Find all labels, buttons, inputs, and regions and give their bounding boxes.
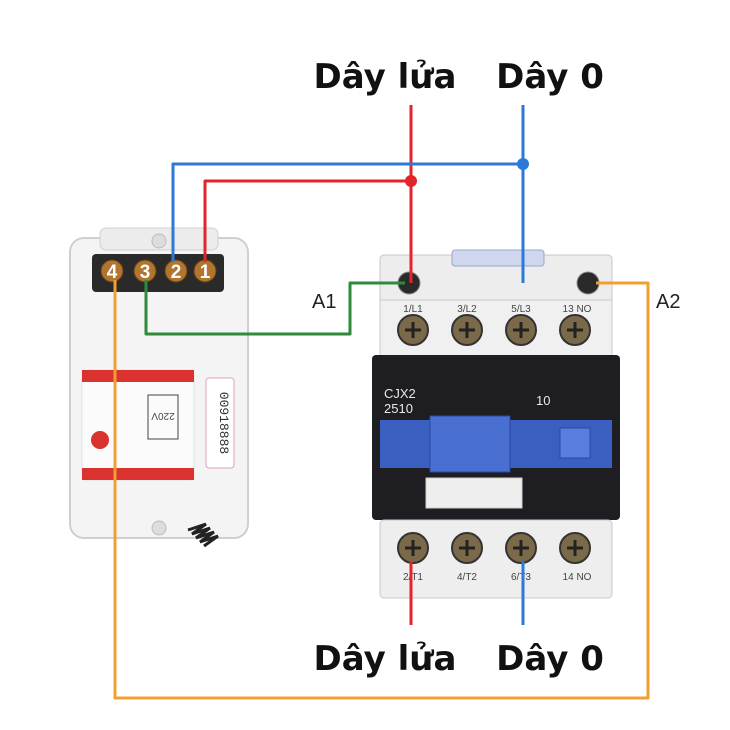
label-a2: A2 bbox=[656, 291, 680, 313]
receiver-terminal-4: 4 bbox=[100, 259, 124, 283]
receiver-terminal-2: 2 bbox=[164, 259, 188, 283]
receiver-code-tag bbox=[205, 377, 235, 469]
terminal-number: 3 bbox=[140, 262, 151, 283]
terminal-number: 2 bbox=[171, 262, 182, 283]
bottom-screw-2 bbox=[451, 532, 483, 564]
green-wire-to-a1 bbox=[144, 280, 405, 336]
contactor-top-cap bbox=[451, 249, 545, 267]
top-screw-2 bbox=[451, 314, 483, 346]
wires bbox=[113, 105, 650, 700]
receiver-mount-hole-top bbox=[151, 233, 167, 249]
terminal-number: 1 bbox=[200, 262, 211, 283]
remote-receiver-module: 4 3 2 1 220V 00918888 bbox=[69, 227, 249, 548]
receiver-code: 00918888 bbox=[216, 392, 231, 454]
bottom-screw-3 bbox=[505, 532, 537, 564]
label-a1: A1 bbox=[312, 291, 336, 313]
top-terminal-label: 3/L2 bbox=[457, 304, 477, 315]
receiver-mount-hole-bottom bbox=[151, 520, 167, 536]
top-terminal-label: 5/L3 bbox=[511, 304, 531, 315]
contactor-model-line1: CJX2 bbox=[384, 386, 416, 401]
contactor-actuator-slider bbox=[429, 415, 511, 473]
contactor-bottom-terminal-row bbox=[379, 519, 613, 599]
bottom-terminal-label: 6/T3 bbox=[511, 572, 531, 583]
top-screw-3 bbox=[505, 314, 537, 346]
antenna-icon bbox=[187, 522, 219, 548]
terminal-number: 4 bbox=[107, 262, 118, 283]
receiver-label-sticker bbox=[81, 369, 195, 481]
contactor-model-line2: 2510 bbox=[384, 401, 413, 416]
sticker-red-dot bbox=[91, 431, 109, 449]
label-top-live: Dây lửa bbox=[314, 57, 457, 97]
top-screw-4 bbox=[559, 314, 591, 346]
label-bottom-neutral: Dây 0 bbox=[496, 639, 604, 679]
bottom-terminal-label: 2/T1 bbox=[403, 572, 423, 583]
top-terminal-label: 13 NO bbox=[563, 304, 592, 315]
contactor-aux-code: 10 bbox=[536, 393, 550, 408]
sticker-red-band-top bbox=[82, 370, 194, 382]
label-bottom-live: Dây lửa bbox=[314, 639, 457, 679]
receiver-rating: 220V bbox=[151, 410, 175, 421]
top-screw-1 bbox=[397, 314, 429, 346]
neutral-wire-to-receiver bbox=[171, 162, 523, 262]
contactor-side-button bbox=[559, 427, 591, 459]
bottom-screw-4 bbox=[559, 532, 591, 564]
live-wire-to-receiver bbox=[203, 179, 411, 262]
contactor: CJX2 2510 10 1/L1 3/L2 5/L3 13 NO 2/T1 4… bbox=[372, 249, 620, 599]
sticker-red-band-bottom bbox=[82, 468, 194, 480]
bottom-terminal-label: 4/T2 bbox=[457, 572, 477, 583]
contactor-label-window bbox=[425, 477, 523, 509]
top-terminal-label: 1/L1 bbox=[403, 304, 423, 315]
coil-terminal-a2 bbox=[576, 271, 600, 295]
live-junction-dot bbox=[405, 175, 417, 187]
receiver-terminal-block bbox=[92, 254, 224, 292]
orange-wire-to-a2 bbox=[113, 280, 650, 700]
label-top-neutral: Dây 0 bbox=[496, 57, 604, 97]
bottom-terminal-label: 14 NO bbox=[563, 572, 592, 583]
neutral-junction-dot bbox=[517, 158, 529, 170]
bottom-screw-1 bbox=[397, 532, 429, 564]
sticker-rating-box bbox=[147, 394, 179, 440]
